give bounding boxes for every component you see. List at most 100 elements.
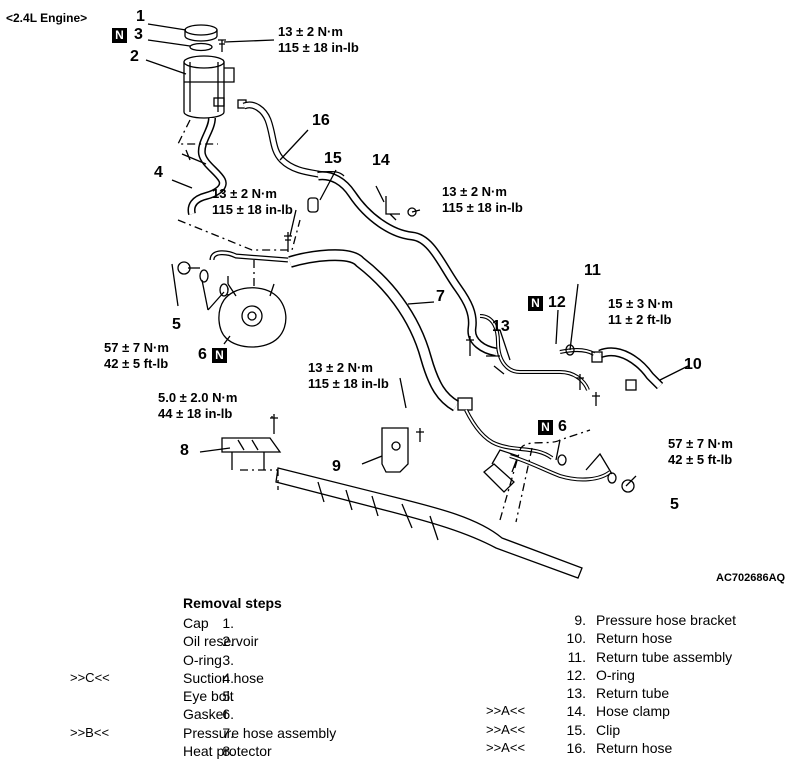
- torque-1-nm: 13 ± 2 N·m: [278, 24, 343, 39]
- figure-code: AC702686AQ: [716, 572, 786, 584]
- step-row: 12. O-ring: [486, 666, 796, 684]
- step-text: Pressure hose assembly: [183, 724, 337, 741]
- step-number: 14.: [566, 703, 586, 720]
- step-marker: >>A<<: [486, 721, 526, 737]
- n-mark-6-left: N: [212, 348, 227, 363]
- reservoir-bolt: [218, 39, 226, 52]
- step-row: >>C<<4.Suction hose: [70, 669, 390, 687]
- step-number: 4.: [222, 669, 234, 686]
- step-row: 1. Cap: [70, 614, 390, 632]
- callout-15: 15: [324, 150, 342, 167]
- torque-4-nm: 57 ± 7 N·m: [104, 340, 169, 355]
- callout-3: 3: [134, 26, 143, 43]
- step-number: 6.: [222, 706, 234, 723]
- step-number: 13.: [566, 685, 586, 702]
- pressure-hose-bracket-9: [381, 427, 424, 473]
- step-number: 11.: [567, 648, 586, 665]
- step-row: 11. Return tube assembly: [486, 648, 796, 666]
- torque-2-nm: 13 ± 2 N·m: [212, 186, 277, 201]
- hose-clamp-14: [385, 196, 417, 221]
- removal-steps-title: Removal steps: [183, 595, 282, 611]
- step-text: Heat protector: [183, 743, 272, 760]
- callout-2: 2: [130, 48, 139, 65]
- callout-14: 14: [372, 152, 390, 169]
- power-steering-diagram: [145, 23, 689, 579]
- step-row: 10.Return hose: [486, 629, 796, 647]
- torque-3-nm: 13 ± 2 N·m: [442, 184, 507, 199]
- step-row: >>A<< 16. Return hose: [486, 739, 796, 757]
- step-text: Clip: [596, 721, 621, 738]
- step-text: O-ring: [596, 666, 635, 683]
- step-marker: >>A<<: [486, 703, 526, 719]
- step-text: Cap: [183, 615, 209, 631]
- step-text: Pressure hose bracket: [596, 612, 737, 628]
- torque-8-nm: 57 ± 7 N·m: [668, 436, 733, 451]
- torque-7-nm: 5.0 ± 2.0 N·m: [158, 390, 238, 405]
- steering-gear: [240, 447, 583, 579]
- oil-reservoir: [183, 55, 247, 119]
- heat-protector-8: [221, 414, 282, 470]
- step-text: Eye bolt: [183, 688, 234, 705]
- torque-5-nm: 15 ± 3 N·m: [608, 296, 673, 311]
- n-mark-12: N: [528, 296, 543, 311]
- torque-6-inlb: 115 ± 18 in-lb: [308, 376, 389, 391]
- step-number: 9.: [574, 612, 586, 628]
- callout-16: 16: [312, 112, 330, 129]
- o-ring-3: [189, 42, 213, 52]
- eye-bolt-5-right: [621, 479, 635, 493]
- callout-10: 10: [684, 356, 702, 373]
- step-text: Oil reservoir: [183, 633, 259, 650]
- torque-8-ftlb: 42 ± 5 ft-lb: [668, 452, 733, 467]
- step-text: O-ring: [183, 651, 222, 668]
- callout-5-left: 5: [172, 316, 181, 333]
- torque-5-ftlb: 11 ± 2 ft-lb: [608, 312, 672, 327]
- callout-4: 4: [154, 164, 163, 181]
- step-row: >>B<< 7.Pressure hose assembly: [70, 724, 390, 742]
- step-row: 3.O-ring: [70, 651, 390, 669]
- step-text: Return tube assembly: [596, 648, 733, 665]
- torque-2-inlb: 115 ± 18 in-lb: [212, 202, 293, 217]
- torque-4-ftlb: 42 ± 5 ft-lb: [104, 356, 169, 371]
- step-number: 5.: [222, 688, 234, 705]
- step-number: 2.: [222, 633, 234, 650]
- step-row: 8.Heat protector: [70, 742, 390, 760]
- step-row: 2.Oil reservoir: [70, 632, 390, 650]
- step-marker: >>B<<: [70, 724, 110, 740]
- step-text: Gasket: [183, 706, 228, 723]
- callout-1: 1: [136, 8, 145, 25]
- clip-15: [307, 197, 319, 213]
- callout-9: 9: [332, 458, 341, 475]
- step-number: 12.: [566, 666, 586, 683]
- n-mark-3: N: [112, 28, 127, 43]
- step-marker: >>A<<: [486, 740, 526, 756]
- step-row: >>A<< 15. Clip: [486, 721, 796, 739]
- callout-6-left: 6: [198, 346, 207, 363]
- callout-13: 13: [492, 318, 510, 335]
- callout-5-right: 5: [670, 496, 679, 513]
- step-text: Return tube: [596, 685, 670, 702]
- step-row: >>A<< 14. Hose clamp: [486, 702, 796, 720]
- oil-pump: [218, 283, 287, 348]
- step-row: 9. Pressure hose bracket: [486, 611, 796, 629]
- torque-1-inlb: 115 ± 18 in-lb: [278, 40, 359, 55]
- torque-6-nm: 13 ± 2 N·m: [308, 360, 373, 375]
- n-mark-6-right: N: [538, 420, 553, 435]
- step-number: 15.: [566, 721, 586, 738]
- step-number: 16.: [566, 740, 586, 757]
- step-row: 13. Return tube: [486, 684, 796, 702]
- step-text: Return hose: [596, 740, 673, 757]
- torque-3-inlb: 115 ± 18 in-lb: [442, 200, 523, 215]
- step-number: 1.: [222, 615, 234, 631]
- callout-11: 11: [584, 262, 601, 279]
- step-text: Hose clamp: [596, 703, 670, 720]
- reservoir-cap: [184, 24, 218, 42]
- callout-7: 7: [436, 288, 445, 305]
- step-row: 6.Gasket: [70, 705, 390, 723]
- callout-6-right: 6: [558, 418, 567, 435]
- step-number: 7.: [222, 724, 234, 741]
- step-number: 10.: [566, 630, 586, 647]
- step-row: 5.Eye bolt: [70, 687, 390, 705]
- step-number: 3.: [222, 651, 234, 668]
- torque-7-inlb: 44 ± 18 in-lb: [158, 406, 233, 421]
- step-number: 8.: [222, 743, 234, 760]
